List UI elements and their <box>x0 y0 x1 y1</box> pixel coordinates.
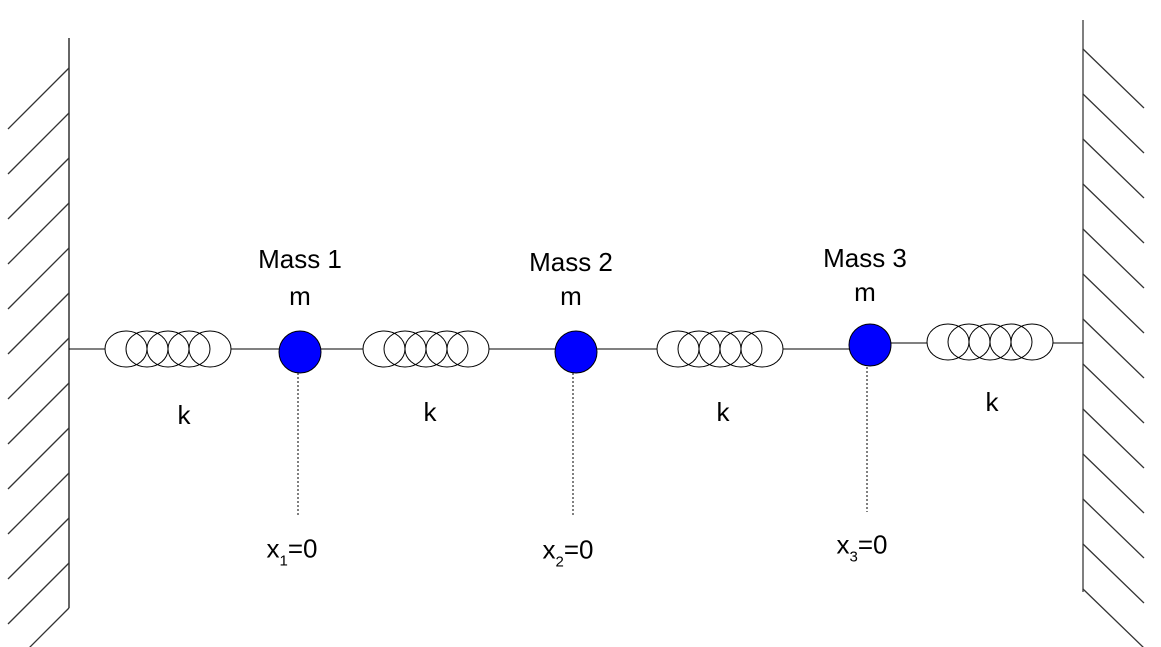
right-wall-hatch <box>1082 228 1145 289</box>
position-subscript: 1 <box>279 552 288 570</box>
right-wall-hatch <box>1082 453 1145 514</box>
spring-2-coil <box>425 330 469 368</box>
mass-2-ball <box>554 330 598 374</box>
mass-1-title: Mass 1 <box>258 244 342 274</box>
left-wall-hatch <box>7 472 70 535</box>
right-wall-hatch <box>1082 498 1145 559</box>
spring-2-coil <box>446 330 490 368</box>
right-wall-hatch <box>1082 93 1145 154</box>
left-wall-hatch <box>7 517 70 580</box>
right-wall-hatch <box>1082 543 1145 604</box>
spring-1-coil <box>167 330 211 368</box>
mass-3-symbol: m <box>854 277 876 307</box>
position-value: =0 <box>563 534 594 565</box>
right-wall-hatch <box>1082 48 1145 109</box>
mass-1-symbol: m <box>289 281 311 311</box>
left-wall-hatch <box>7 292 70 355</box>
right-wall-hatch <box>1082 588 1144 647</box>
spring-1-label: k <box>177 400 191 430</box>
mass-2-title: Mass 2 <box>529 247 613 277</box>
left-wall-hatch <box>7 562 70 625</box>
mass-3-ball <box>848 323 892 367</box>
spring-3-coil <box>719 330 763 368</box>
position-subscript: 3 <box>849 548 858 566</box>
position-var: x <box>542 534 556 565</box>
position-var: x <box>836 529 850 560</box>
mass-1-ball <box>278 330 322 374</box>
right-wall-hatch <box>1082 363 1145 424</box>
left-wall-hatch <box>29 607 70 647</box>
left-wall-hatch <box>7 67 70 130</box>
mass-2-position: x2=0 <box>543 537 594 570</box>
right-wall-hatch <box>1082 138 1145 199</box>
right-wall-hatch <box>1082 273 1145 334</box>
position-var: x <box>266 533 280 564</box>
left-wall-hatch <box>7 337 70 400</box>
left-wall-hatch <box>7 202 70 265</box>
right-wall-hatch <box>1082 183 1145 244</box>
left-wall-hatch <box>7 157 70 220</box>
spring-4-label: k <box>985 387 999 417</box>
position-value: =0 <box>857 529 888 560</box>
right-wall-hatch <box>1082 318 1145 379</box>
left-wall-hatch <box>7 112 70 175</box>
spring-4-coil <box>1010 323 1054 361</box>
mass-2-symbol: m <box>560 281 582 311</box>
position-subscript: 2 <box>555 553 564 571</box>
position-value: =0 <box>287 533 318 564</box>
mass-3-position: x3=0 <box>837 532 888 565</box>
right-wall-hatch <box>1082 408 1145 469</box>
left-wall-hatch <box>7 382 70 445</box>
spring-2-label: k <box>423 397 437 427</box>
spring-4-coil <box>989 323 1033 361</box>
spring-3-coil <box>740 330 784 368</box>
left-wall-hatch <box>7 427 70 490</box>
left-wall-hatch <box>7 247 70 310</box>
mass-1-position: x1=0 <box>267 536 318 569</box>
spring-1-coil <box>188 330 232 368</box>
mass-3-title: Mass 3 <box>823 243 907 273</box>
spring-3-label: k <box>716 397 730 427</box>
